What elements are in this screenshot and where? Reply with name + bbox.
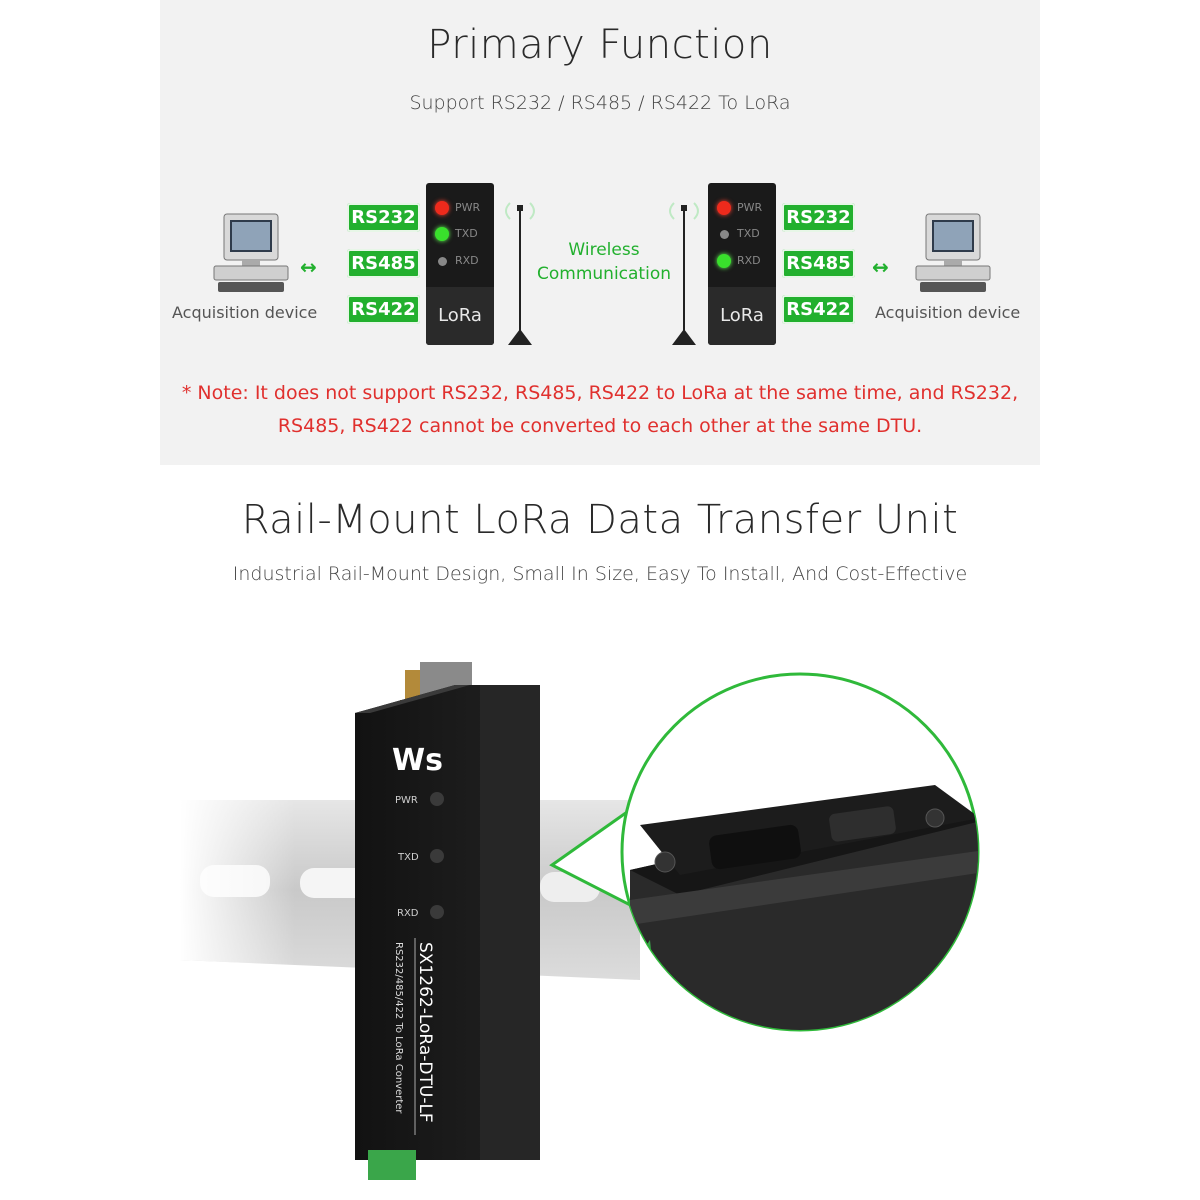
bidirectional-arrow-icon: ↔ [300,255,317,279]
antenna-icon [505,202,535,345]
right-acquisition-device-label: Acquisition device [875,303,1021,322]
primary-function-panel [160,0,1040,465]
left-tag-rs485: RS485 [347,249,420,278]
antenna-icon [669,202,699,345]
left-acquisition-device-label: Acquisition device [172,303,318,322]
device-led-rxd-label: RXD [397,908,419,919]
led-rxd: RXD [435,254,479,267]
led-green-icon [717,254,731,268]
bidirectional-arrow-icon: ↔ [872,255,889,279]
section1-subtitle: Support RS232 / RS485 / RS422 To LoRa [409,92,791,114]
note-text: * Note: It does not support RS232, RS485… [181,382,1019,437]
wireless-communication-label: Wireless Communication [537,240,671,284]
led-pwr: PWR [435,201,480,215]
section2-title: Rail-Mount LoRa Data Transfer Unit [241,497,959,543]
device-led-pwr-label: PWR [395,795,418,806]
led-green-icon [435,227,449,241]
brand-logo-icon: Ws [392,743,443,778]
led-txd: TXD [435,227,478,241]
right-tag-rs485: RS485 [782,249,855,278]
device-led-txd-label: TXD [397,852,419,863]
computer-icon [213,213,289,292]
right-tag-rs422: RS422 [782,295,855,324]
right-lora-dtu: PWR TXD RXD LoRa [708,183,776,345]
right-dtu-name: LoRa [708,287,776,345]
led-txd: TXD [717,227,760,240]
left-dtu-name: LoRa [426,287,494,345]
left-tag-rs232: RS232 [347,203,420,232]
led-pwr: PWR [717,201,762,215]
section1-title: Primary Function [427,22,773,68]
section2-subtitle: Industrial Rail-Mount Design, Small In S… [232,563,968,585]
left-tag-rs422: RS422 [347,295,420,324]
led-rxd: RXD [717,254,761,268]
device-caption-text: RS232/485/422 To LoRa Converter [393,942,404,1114]
computer-icon [915,213,991,292]
led-red-icon [717,201,731,215]
led-red-icon [435,201,449,215]
led-off-icon [720,229,729,239]
device-model-text: SX1262-LoRa-DTU-LF [415,942,435,1123]
led-off-icon [438,256,447,266]
left-lora-dtu: PWR TXD RXD LoRa [426,183,494,345]
right-tag-rs232: RS232 [782,203,855,232]
mount-clip-closeup [630,785,978,1030]
product-photo: Ws PWR TXD RXD SX1262-LoRa-DTU-LF RS232/… [180,662,980,1180]
